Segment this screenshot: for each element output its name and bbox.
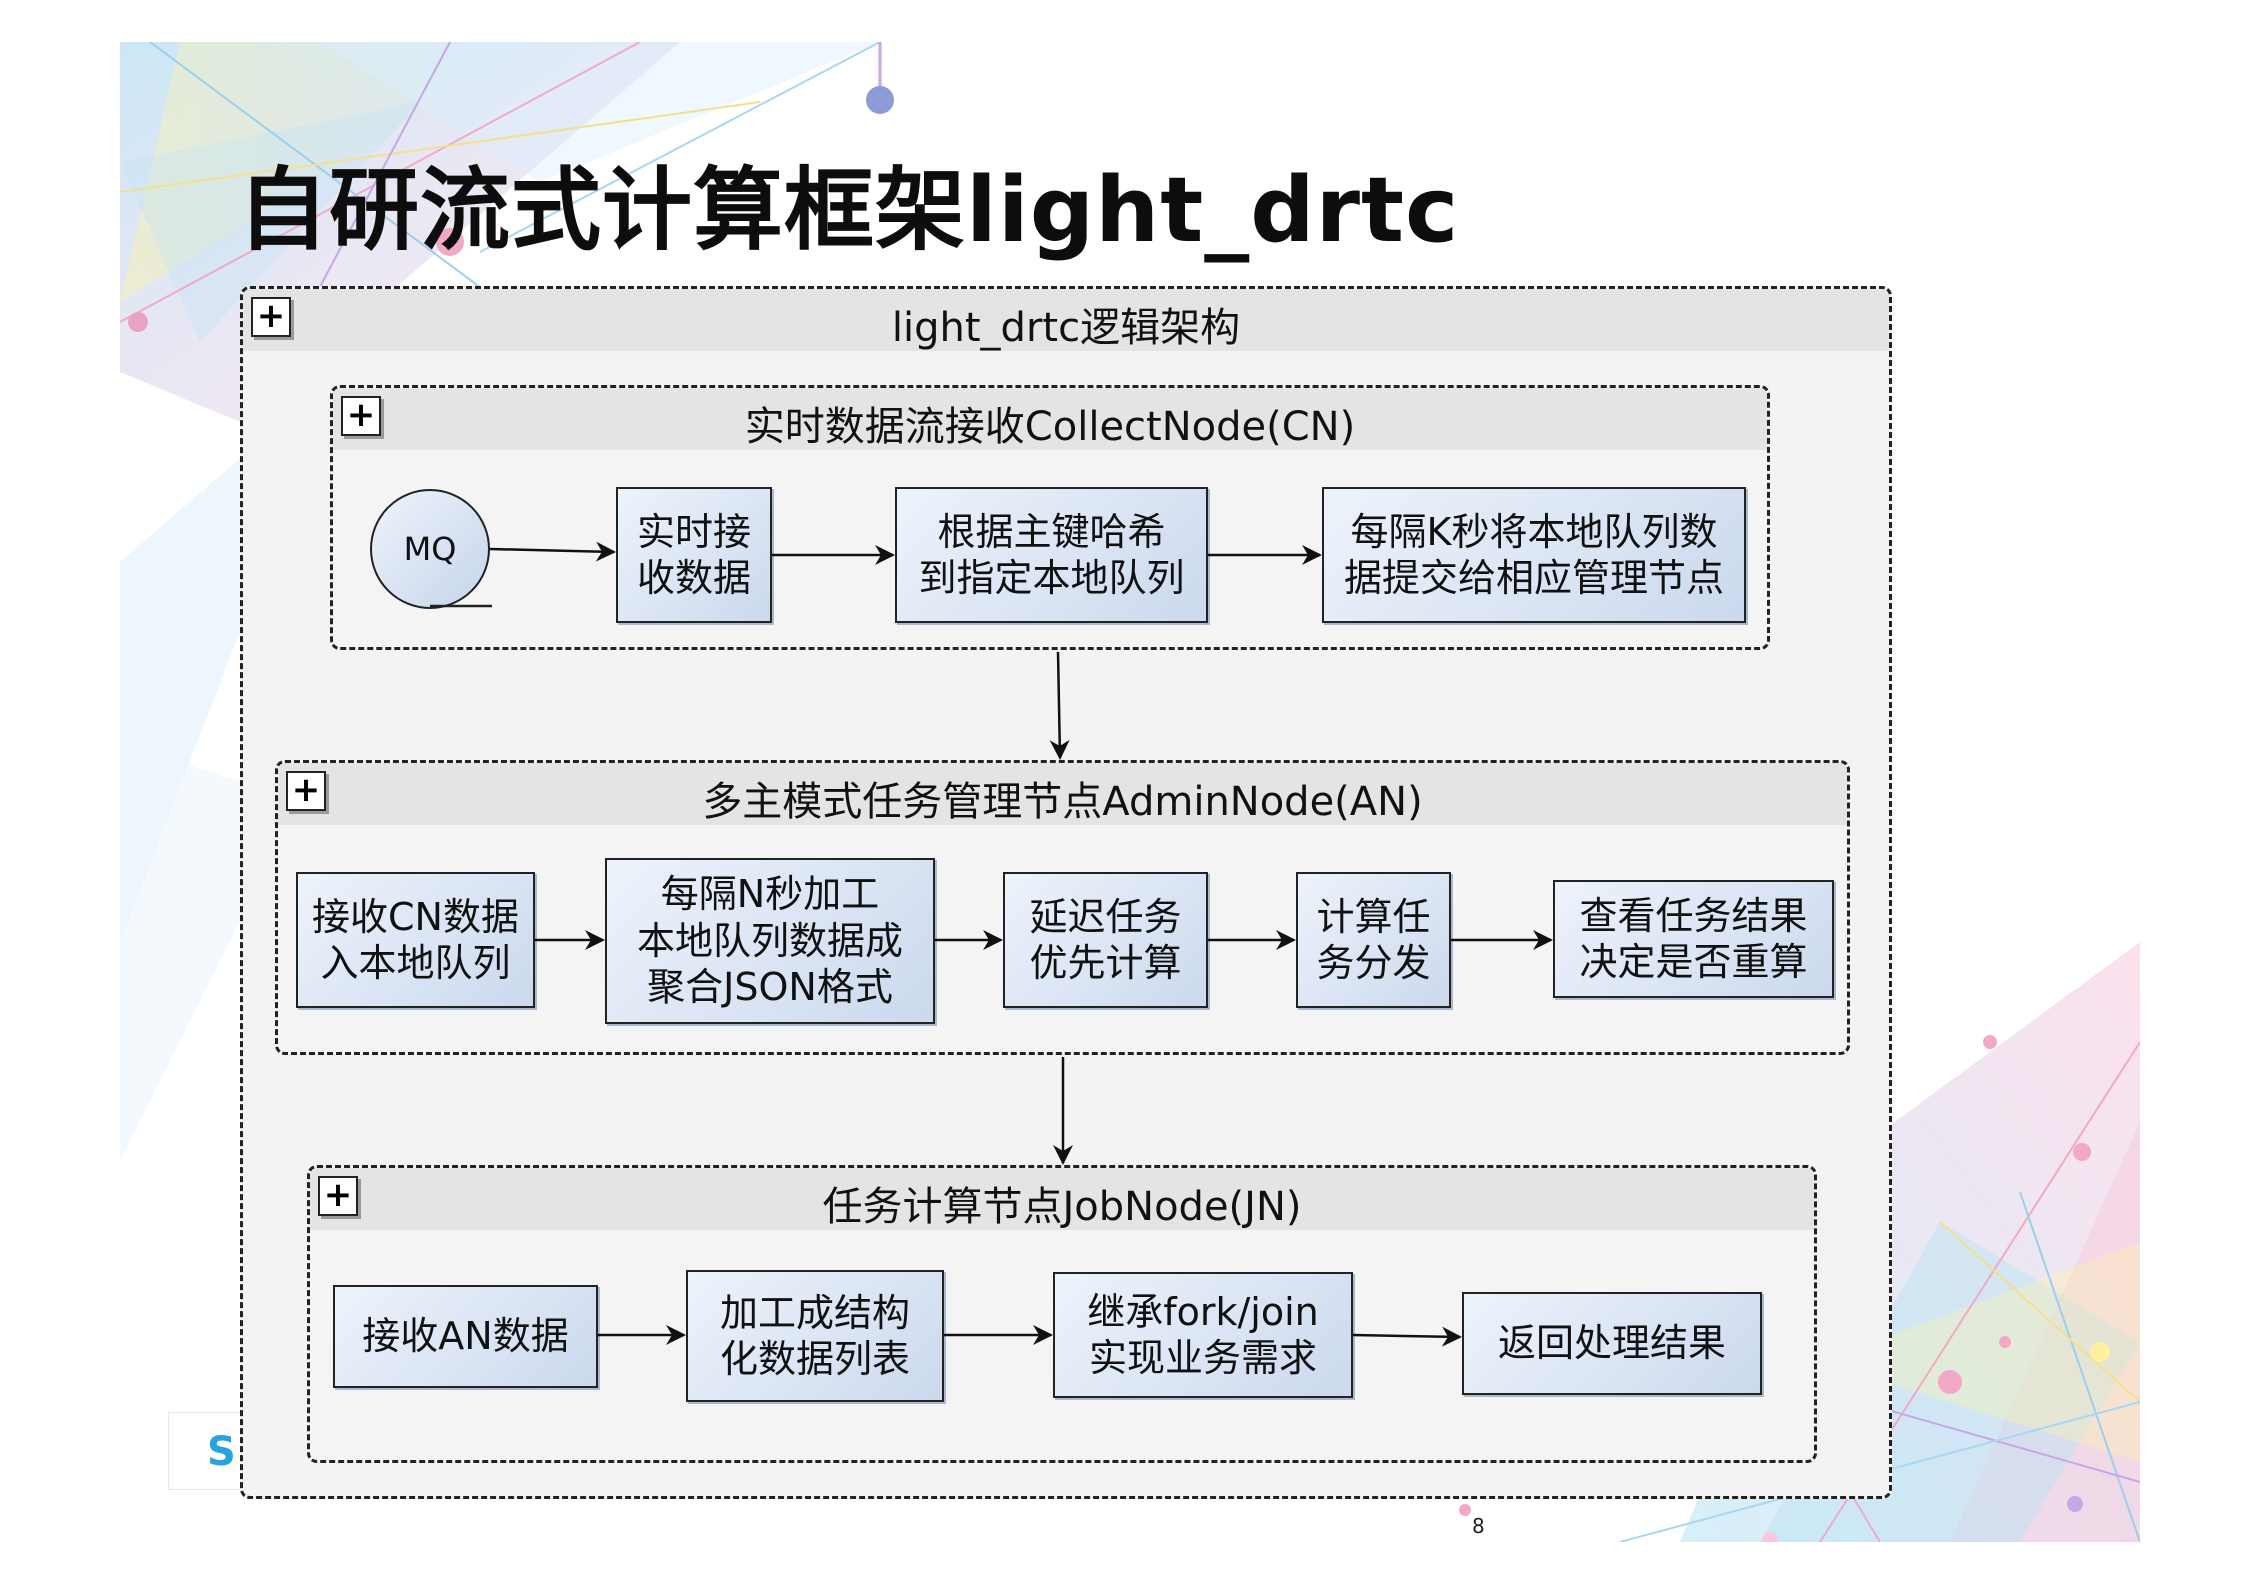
an-step-check: 查看任务结果 决定是否重算 [1553,880,1834,998]
job-node-header: + 任务计算节点JobNode(JN) [310,1168,1814,1230]
an-step-dispatch: 计算任 务分发 [1296,872,1451,1008]
expand-plus-icon[interactable]: + [318,1176,358,1216]
job-node-title: 任务计算节点JobNode(JN) [822,1184,1302,1230]
cn-step-submit: 每隔K秒将本地队列数 据提交给相应管理节点 [1322,487,1746,623]
cn-step-receive: 实时接 收数据 [616,487,772,623]
arrow-forkjoin-to-return [1352,1326,1462,1347]
collect-node-header: + 实时数据流接收CollectNode(CN) [333,388,1767,450]
an-step-delay: 延迟任务 优先计算 [1003,872,1208,1008]
admin-node-title: 多主模式任务管理节点AdminNode(AN) [702,779,1423,825]
mq-underline [430,604,492,608]
architecture-group-title: light_drtc逻辑架构 [891,305,1241,351]
jn-step-return: 返回处理结果 [1462,1292,1762,1395]
cn-step-hash: 根据主键哈希 到指定本地队列 [895,487,1208,623]
mq-node: MQ [370,489,490,609]
an-step-aggregate: 每隔N秒加工 本地队列数据成 聚合JSON格式 [605,858,935,1024]
expand-plus-icon[interactable]: + [251,297,291,337]
jn-step-forkjoin: 继承fork/join 实现业务需求 [1053,1272,1353,1398]
jn-step-receive: 接收AN数据 [333,1285,598,1388]
architecture-group-header: + light_drtc逻辑架构 [243,289,1889,351]
admin-node-header: + 多主模式任务管理节点AdminNode(AN) [278,763,1847,825]
slide-title: 自研流式计算框架light_drtc [238,158,1460,263]
logo-fragment: S [168,1412,250,1490]
decorative-background [120,42,2140,1542]
arrow-mq-to-receive [489,541,616,562]
jn-step-process: 加工成结构 化数据列表 [686,1270,944,1402]
expand-plus-icon[interactable]: + [341,396,381,436]
an-step-receive: 接收CN数据 入本地队列 [296,872,535,1008]
expand-plus-icon[interactable]: + [286,771,326,811]
page-number: 8 [1472,1514,1485,1538]
arrow-cn-to-an [1049,651,1070,760]
collect-node-title: 实时数据流接收CollectNode(CN) [744,404,1356,450]
